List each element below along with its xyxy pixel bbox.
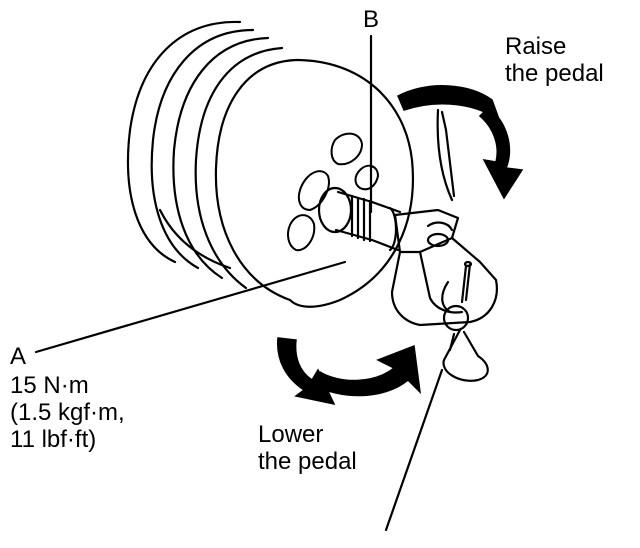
lower-line-2: the pedal <box>258 448 357 475</box>
torque-spec: 15 N·m (1.5 kgf·m, 11 lbf·ft) <box>10 372 125 453</box>
torque-spec-line-1: 15 N·m <box>10 372 89 399</box>
label-b: B <box>363 6 380 33</box>
raise-line-1: Raise <box>505 33 567 60</box>
clevis <box>390 208 498 327</box>
raise-line-2: the pedal <box>505 60 604 87</box>
torque-spec-line-3: 11 lbf·ft) <box>10 426 97 453</box>
lower-pedal-arrow <box>277 337 422 406</box>
raise-pedal-arrow <box>397 85 524 200</box>
brake-booster-body <box>126 20 414 308</box>
pedal-arm-outline <box>436 108 454 202</box>
pedal-arm-guide-line <box>440 110 456 198</box>
pushrod <box>317 186 402 252</box>
leader-clip <box>384 368 444 532</box>
label-lower-pedal: Lower the pedal <box>258 421 357 475</box>
lower-line-1: Lower <box>258 421 324 448</box>
label-raise-pedal: Raise the pedal <box>505 33 604 87</box>
label-a: A <box>10 343 27 370</box>
leader-a <box>34 260 347 354</box>
clevis-pin-and-clip <box>441 260 489 382</box>
torque-spec-line-2: (1.5 kgf·m, <box>10 399 125 426</box>
